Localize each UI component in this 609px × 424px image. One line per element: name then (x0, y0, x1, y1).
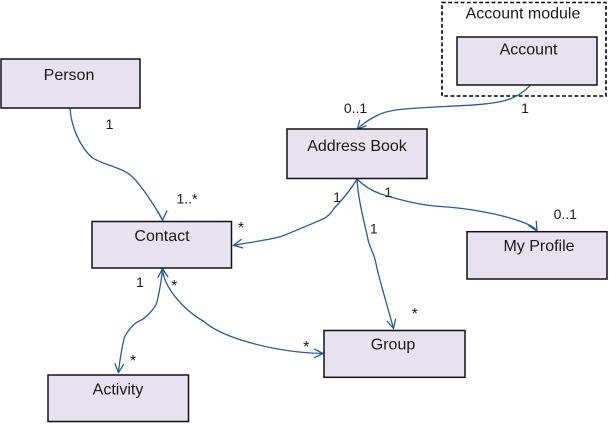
svg-text:*: * (303, 339, 309, 356)
svg-text:1..*: 1..* (176, 191, 198, 207)
svg-text:Contact: Contact (134, 228, 190, 245)
svg-text:Group: Group (371, 337, 416, 354)
svg-text:*: * (130, 353, 136, 370)
svg-text:My Profile: My Profile (503, 238, 574, 255)
svg-text:*: * (412, 306, 418, 323)
svg-text:1: 1 (384, 184, 392, 200)
svg-text:Person: Person (44, 67, 95, 84)
svg-text:Account: Account (500, 42, 558, 59)
svg-text:1: 1 (521, 100, 529, 116)
svg-text:Account module: Account module (466, 6, 581, 23)
svg-text:1: 1 (106, 116, 114, 132)
svg-text:*: * (171, 278, 177, 295)
svg-text:0..1: 0..1 (344, 100, 368, 116)
svg-text:1: 1 (136, 274, 144, 290)
svg-text:1: 1 (333, 189, 341, 205)
svg-text:Activity: Activity (93, 382, 144, 399)
svg-text:0..1: 0..1 (554, 206, 578, 222)
svg-text:*: * (238, 220, 244, 237)
svg-text:Address Book: Address Book (307, 138, 408, 155)
svg-text:1: 1 (370, 220, 378, 236)
